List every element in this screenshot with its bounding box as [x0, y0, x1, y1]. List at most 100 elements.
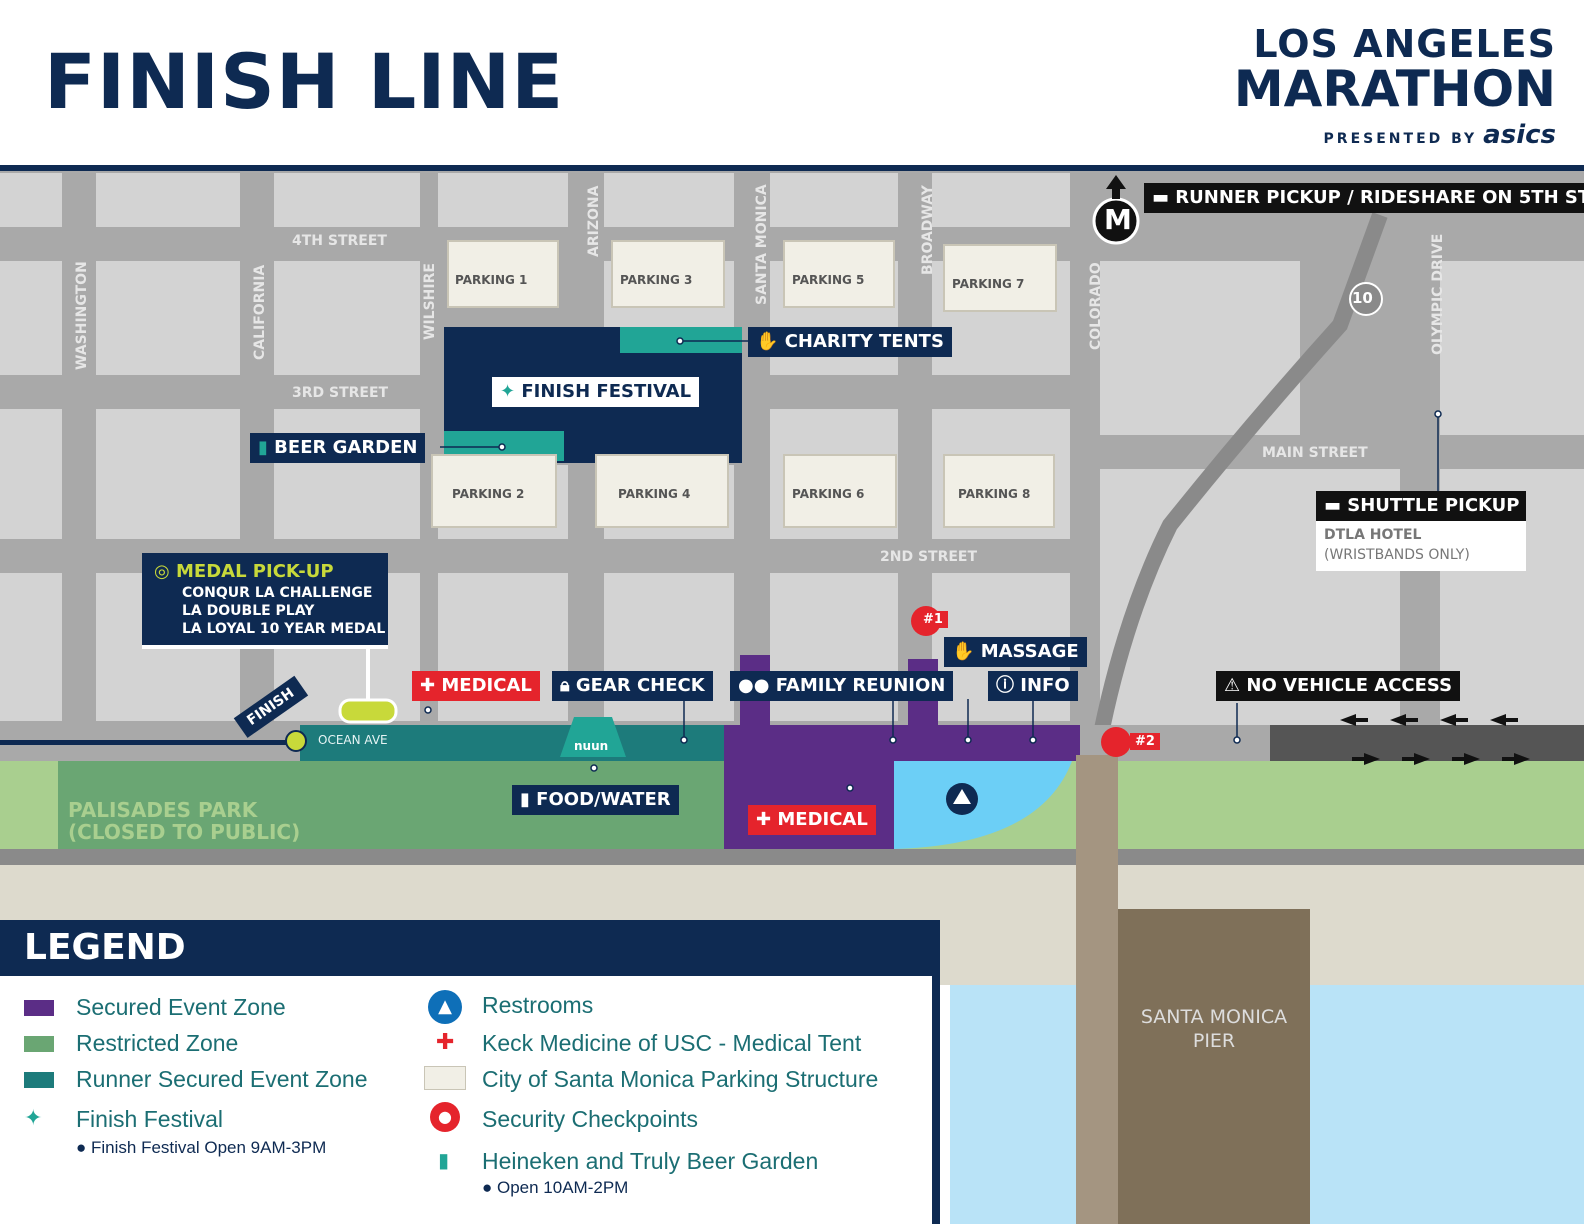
parking-7-label: PARKING 7 — [952, 277, 1025, 291]
food-water-tag: ▮ FOOD/WATER — [512, 785, 679, 815]
legend-beer-hours: ● Open 10AM-2PM — [482, 1178, 629, 1197]
leader-lines — [440, 340, 1439, 737]
finish-festival-label: FINISH FESTIVAL — [521, 381, 692, 402]
metro-label: M — [1104, 203, 1132, 236]
legend: LEGEND Secured Event Zone Restricted Zon… — [0, 920, 940, 1224]
finish-line-map: 4TH STREET 3RD STREET 2ND STREET MAIN ST… — [0, 165, 1584, 1224]
no-vehicle-arrows — [1340, 714, 1530, 765]
parking-1-label: PARKING 1 — [455, 273, 528, 287]
shuttle-pickup-label: SHUTTLE PICKUP — [1347, 495, 1520, 516]
beer-hours-text: Open 10AM-2PM — [497, 1178, 629, 1197]
street-arizona: ARIZONA — [586, 185, 602, 257]
restroom-zone — [894, 761, 1072, 849]
beer-garden-label: BEER GARDEN — [274, 437, 418, 458]
pier-label: SANTA MONICA PIER — [1140, 1006, 1288, 1052]
restroom-icon: ▲ — [428, 990, 462, 1024]
charity-tents-tag: ✋ CHARITY TENTS — [748, 327, 952, 357]
medical-label-1: MEDICAL — [441, 675, 532, 696]
medical-label-2: MEDICAL — [777, 809, 868, 830]
course-line — [0, 740, 300, 745]
family-reunion-tag: ●● FAMILY REUNION — [730, 671, 954, 701]
gear-check-tag: 🔒︎ GEAR CHECK — [552, 671, 713, 701]
info-icon: ⓘ — [996, 675, 1021, 696]
beer-icon: ▮ — [258, 437, 275, 458]
massage-tag: ✋ MASSAGE — [944, 637, 1087, 667]
medal-pickup-box: ◎ MEDAL PICK-UP CONQUR LA CHALLENGE LA D… — [142, 553, 388, 649]
restricted-zone-swatch — [24, 1036, 54, 1052]
lock-icon: 🔒︎ — [560, 675, 576, 696]
parking-4-label: PARKING 4 — [618, 487, 691, 501]
shuttle-pickup-tag: ▬ SHUTTLE PICKUP — [1316, 491, 1526, 521]
shuttle-line1: DTLA HOTEL — [1324, 527, 1422, 543]
nuun-tent-icon — [560, 717, 626, 757]
secured-event-zone — [724, 725, 1080, 761]
restroom-triangle — [953, 789, 971, 804]
security-checkpoint-icon: ● — [430, 1102, 460, 1132]
parking-6-label: PARKING 6 — [792, 487, 865, 501]
security-checkpoint-2-icon — [1101, 727, 1131, 757]
top-rule — [0, 165, 1584, 171]
nuun-label: nuun — [574, 739, 609, 753]
map-base — [0, 165, 1584, 1224]
pch-road — [0, 849, 1584, 865]
no-vehicle-tag: ⚠ NO VEHICLE ACCESS — [1216, 671, 1461, 701]
street-main: MAIN STREET — [1262, 445, 1368, 461]
freeway-10 — [1087, 212, 1388, 767]
palisades-park-label: PALISADES PARK (CLOSED TO PUBLIC) — [68, 798, 301, 844]
bottle-icon: ▮ — [520, 789, 537, 810]
medal-line2: LA DOUBLE PLAY — [182, 603, 315, 619]
leader-dots — [424, 337, 1442, 792]
info-tag: ⓘ INFO — [988, 671, 1078, 701]
parking-2-label: PARKING 2 — [452, 487, 525, 501]
parking-structures — [431, 240, 1057, 528]
street-santa-monica: SANTA MONICA — [754, 184, 770, 305]
santa-monica-pier — [1118, 909, 1310, 1224]
medal-icon: ◎ — [154, 561, 176, 582]
street-wilshire: WILSHIRE — [422, 263, 438, 340]
ocean-ave-label: OCEAN AVE — [318, 733, 388, 747]
checkpoint-2-label: #2 — [1130, 733, 1160, 750]
family-reunion-label: FAMILY REUNION — [775, 675, 946, 696]
medal-title-text: MEDAL PICK-UP — [175, 561, 334, 582]
legend-security: Security Checkpoints — [482, 1106, 699, 1132]
no-vehicle-label: NO VEHICLE ACCESS — [1246, 675, 1453, 696]
runner-secured-zone — [300, 725, 724, 761]
no-vehicle-road — [1270, 725, 1584, 761]
legend-secured: Secured Event Zone — [76, 994, 286, 1020]
finish-festival-icon: ✦ — [24, 1106, 43, 1131]
warning-icon: ⚠ — [1224, 675, 1247, 696]
freeway-10-shield — [1349, 282, 1383, 316]
massage-label: MASSAGE — [980, 641, 1079, 662]
legend-finish-hours: ● Finish Festival Open 9AM-3PM — [76, 1138, 327, 1157]
family-icon: ●● — [738, 675, 776, 696]
checkpoint-1-label: #1 — [918, 611, 948, 628]
logo-line2: MARATHON — [1233, 60, 1556, 118]
medical-tag-2: ✚ MEDICAL — [748, 805, 876, 835]
street-olympic: OLYMPIC DRIVE — [1430, 233, 1446, 355]
legend-medical: Keck Medicine of USC - Medical Tent — [482, 1030, 862, 1056]
medal-line3: LA LOYAL 10 YEAR MEDAL — [182, 621, 386, 637]
parking-3-label: PARKING 3 — [620, 273, 693, 287]
info-label: INFO — [1020, 675, 1070, 696]
finish-festival-tag: ✦ FINISH FESTIVAL — [492, 377, 700, 407]
pier-walkway — [1076, 755, 1118, 1224]
finish-dot — [285, 730, 307, 752]
medical-tag-1: ✚ MEDICAL — [412, 671, 540, 701]
food-water-label: FOOD/WATER — [536, 789, 671, 810]
legend-runner: Runner Secured Event Zone — [76, 1066, 368, 1092]
hand-icon: ✋ — [952, 641, 981, 662]
medical-cross-icon: ✚ — [436, 1030, 455, 1055]
legend-title: LEGEND — [0, 920, 940, 976]
page-title: FINISH LINE — [44, 37, 565, 126]
legend-beer-garden: Heineken and Truly Beer Garden — [482, 1148, 819, 1174]
charity-icon: ✋ — [756, 331, 785, 352]
legend-parking: City of Santa Monica Parking Structure — [482, 1066, 879, 1092]
north-arrow-icon — [1106, 175, 1126, 199]
medal-line1: CONQUR LA CHALLENGE — [182, 585, 373, 601]
shuttle-line2: (WRISTBANDS ONLY) — [1324, 547, 1470, 563]
shuttle-pickup-box: ▬ SHUTTLE PICKUP DTLA HOTEL (WRISTBANDS … — [1316, 491, 1526, 571]
street-colorado: COLORADO — [1088, 262, 1104, 350]
street-washington: WASHINGTON — [74, 261, 90, 370]
sponsor-logo: asics — [1483, 120, 1556, 150]
